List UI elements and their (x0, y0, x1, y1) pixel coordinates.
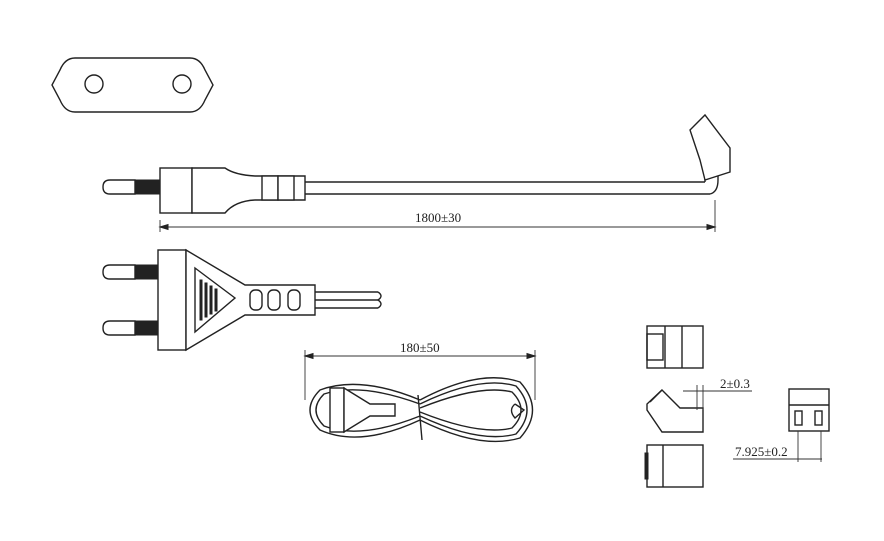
connector-views (644, 325, 830, 488)
coiled-cord-view (303, 350, 537, 443)
socket-outline-view (51, 57, 214, 113)
connector-offset-dimension: 2±0.3 (720, 376, 750, 391)
plug-top-view (102, 248, 382, 352)
plug-side-view (102, 113, 731, 232)
pin-spacing-dimension: 7.925±0.2 (735, 444, 788, 459)
coil-length-dimension: 180±50 (400, 340, 440, 355)
cord-length-dimension: 1800±30 (415, 210, 461, 225)
